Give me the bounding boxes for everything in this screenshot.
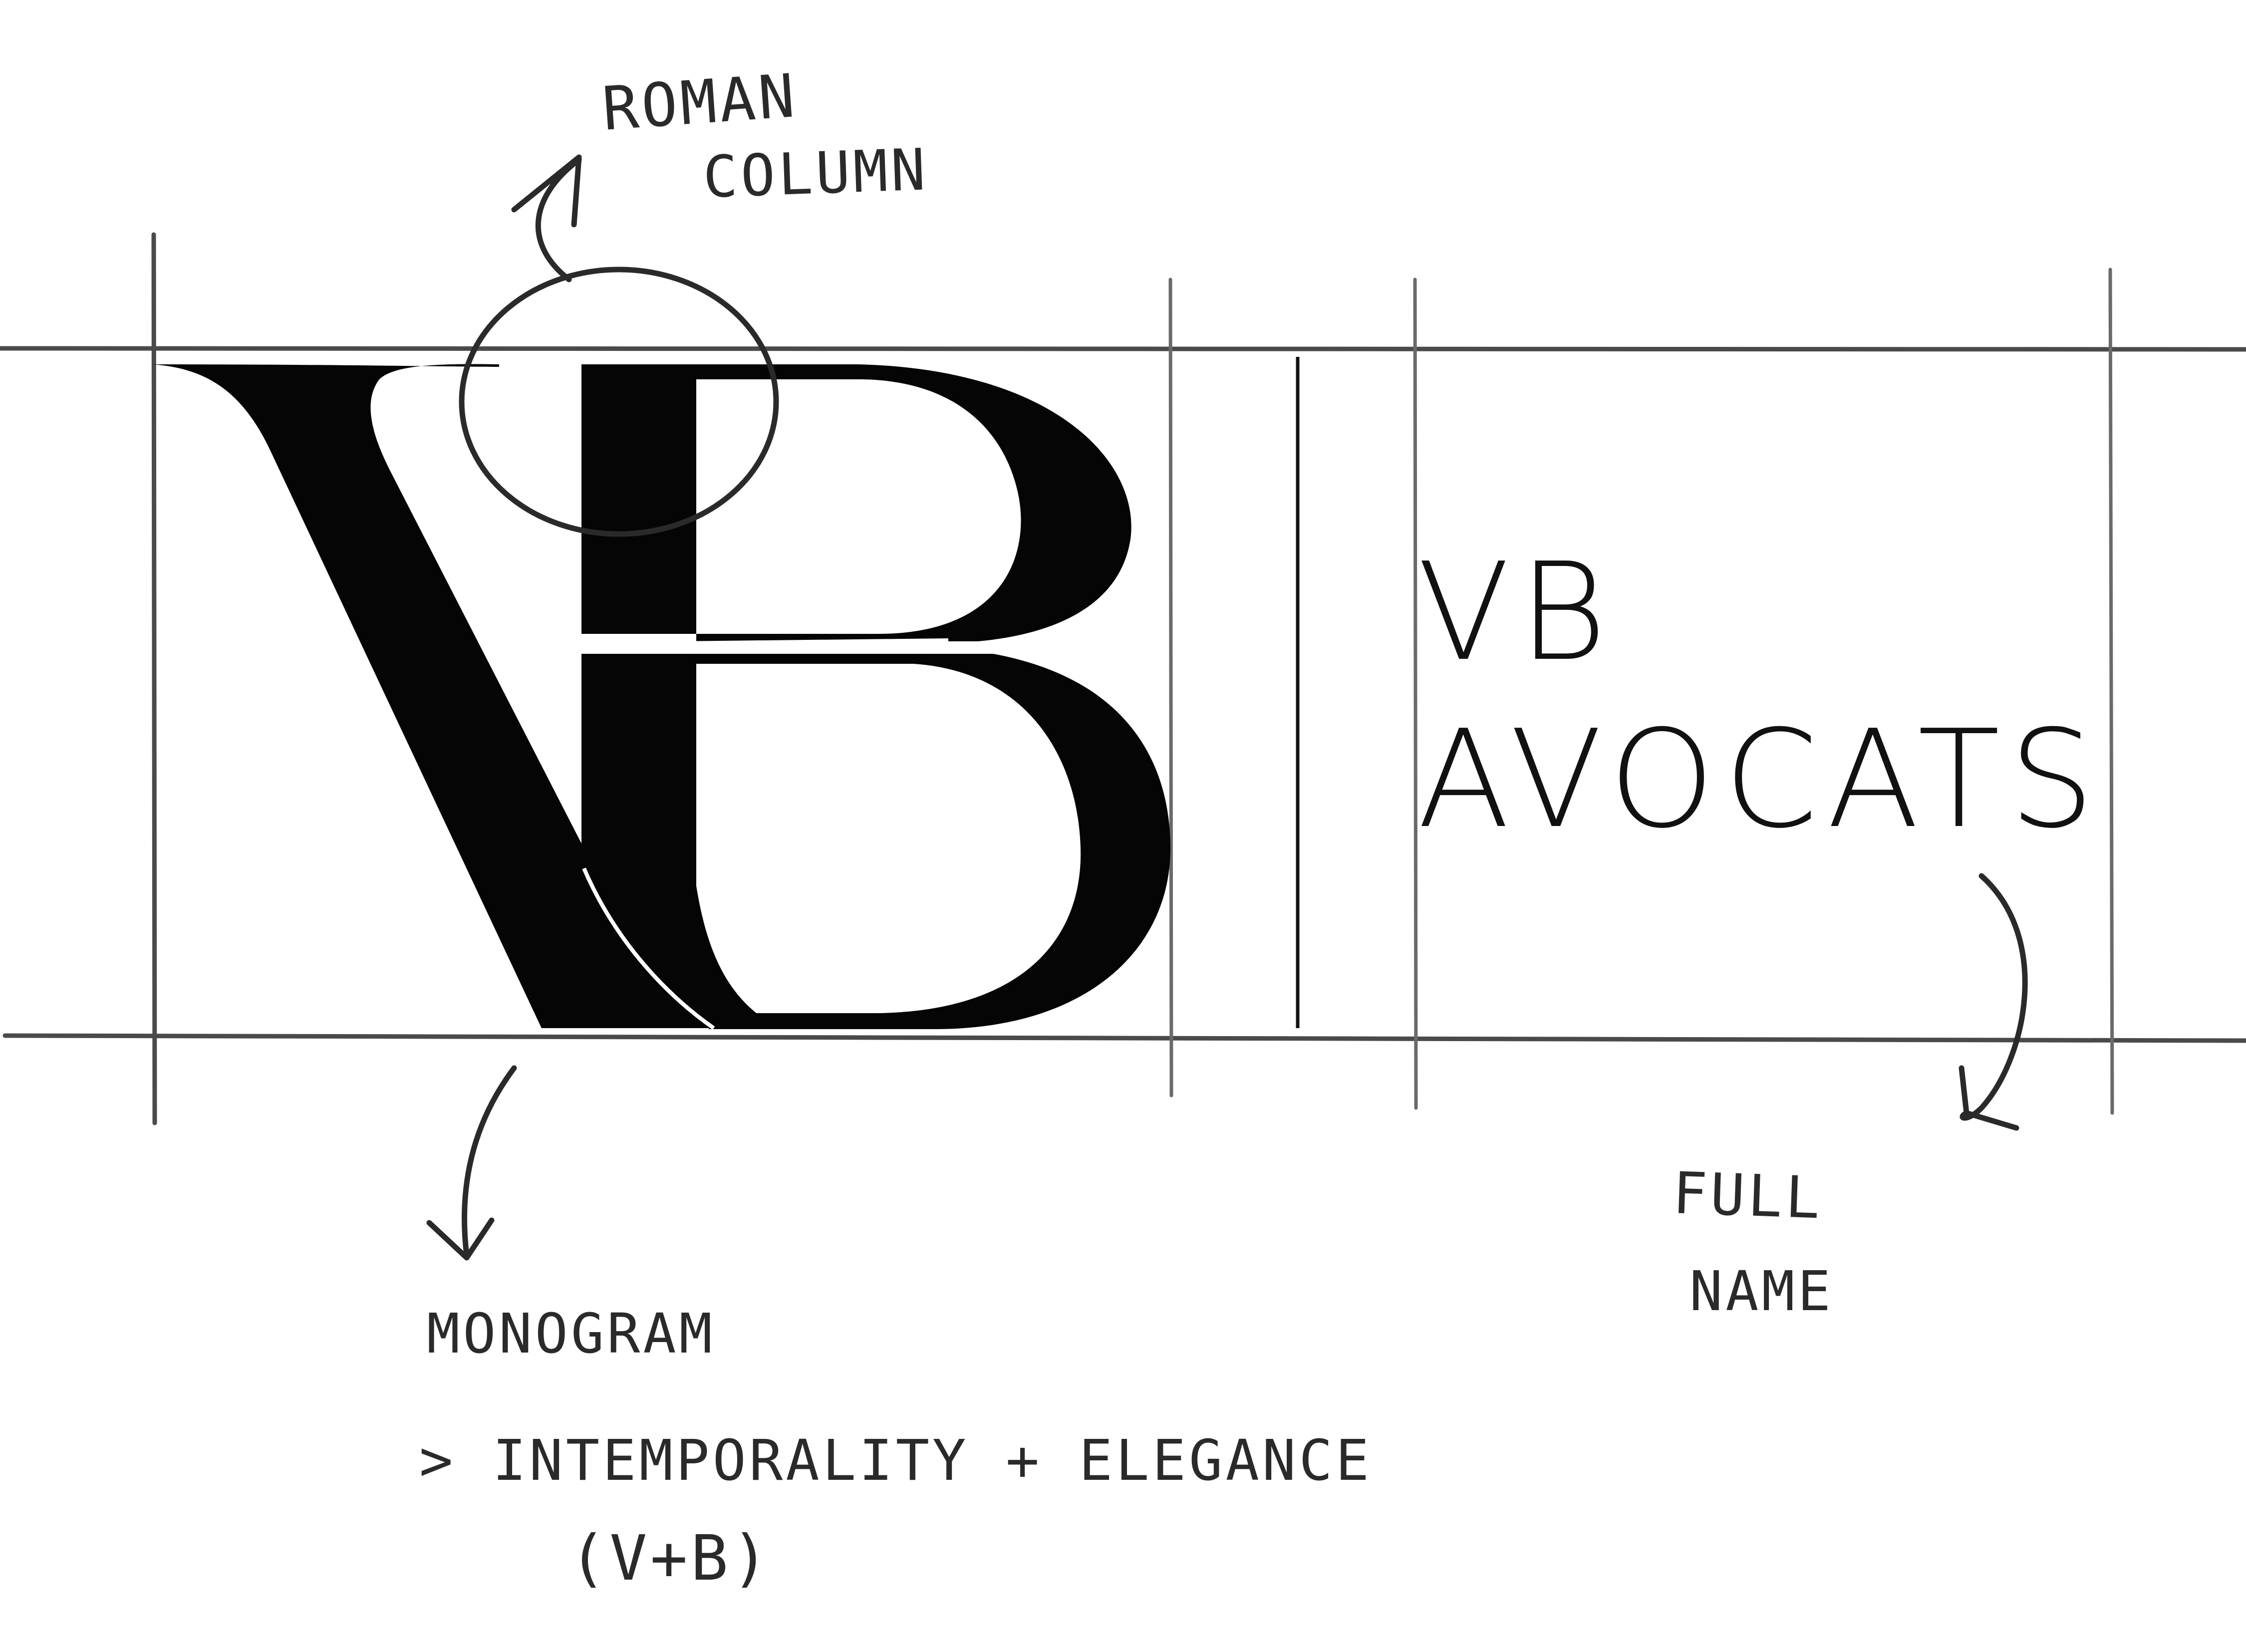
- roman-column-callout: [459, 154, 779, 537]
- full-name-callout-arrow: [1959, 873, 2028, 1131]
- monogram-callout-arrow: [426, 1065, 517, 1261]
- wordmark-line-1: VB: [1417, 534, 1616, 691]
- monogram-note-title: MONOGRAM: [427, 1302, 715, 1366]
- handwritten-notes: ROMAN COLUMN MONOGRAM > INTEMPORALITY + …: [419, 61, 1834, 1595]
- wordmark-right-guide-line: [2108, 268, 2114, 1115]
- monogram: [152, 364, 1170, 1030]
- full-name-note-line-2: NAME: [1689, 1259, 1834, 1323]
- monogram-b-lower-bowl: [696, 654, 1170, 1029]
- roman-note-line-2: COLUMN: [702, 136, 929, 211]
- monogram-b-upper-bowl: [696, 364, 1131, 641]
- monogram-right-guide-line: [1168, 277, 1173, 1098]
- monogram-crossbar-gap: [578, 638, 949, 648]
- monogram-b-lower-stem: [581, 654, 779, 1028]
- monogram-b-stem: [581, 364, 696, 634]
- full-name-arrow-shaft: [1960, 873, 2028, 1121]
- roman-column-arrow: [535, 157, 582, 282]
- wordmark-line-2: AVOCATS: [1417, 701, 2104, 858]
- monogram-hairline: [582, 867, 715, 1030]
- monogram-arrow-head: [426, 1217, 495, 1261]
- monogram-note-line-1: > INTEMPORALITY + ELEGANCE: [419, 1428, 1372, 1493]
- monogram-arrow-shaft: [461, 1065, 517, 1258]
- roman-note-line-1: ROMAN: [600, 61, 800, 144]
- bottom-guide-line: [2, 1033, 2246, 1043]
- monogram-note-line-2: (V+B): [569, 1522, 772, 1595]
- full-name-note-line-1: FULL: [1672, 1160, 1824, 1232]
- monogram-v-shape: [152, 364, 709, 1029]
- top-guide-line: [0, 346, 2246, 352]
- roman-column-circle: [459, 267, 779, 537]
- wordmark-left-guide-line: [1413, 277, 1418, 1110]
- roman-column-arrow-head: [511, 154, 582, 228]
- construction-grid: [0, 232, 2246, 1125]
- full-name-arrow-head: [1959, 1065, 2019, 1131]
- left-guide-line: [151, 232, 157, 1125]
- wordmark: VB AVOCATS: [1417, 534, 2104, 858]
